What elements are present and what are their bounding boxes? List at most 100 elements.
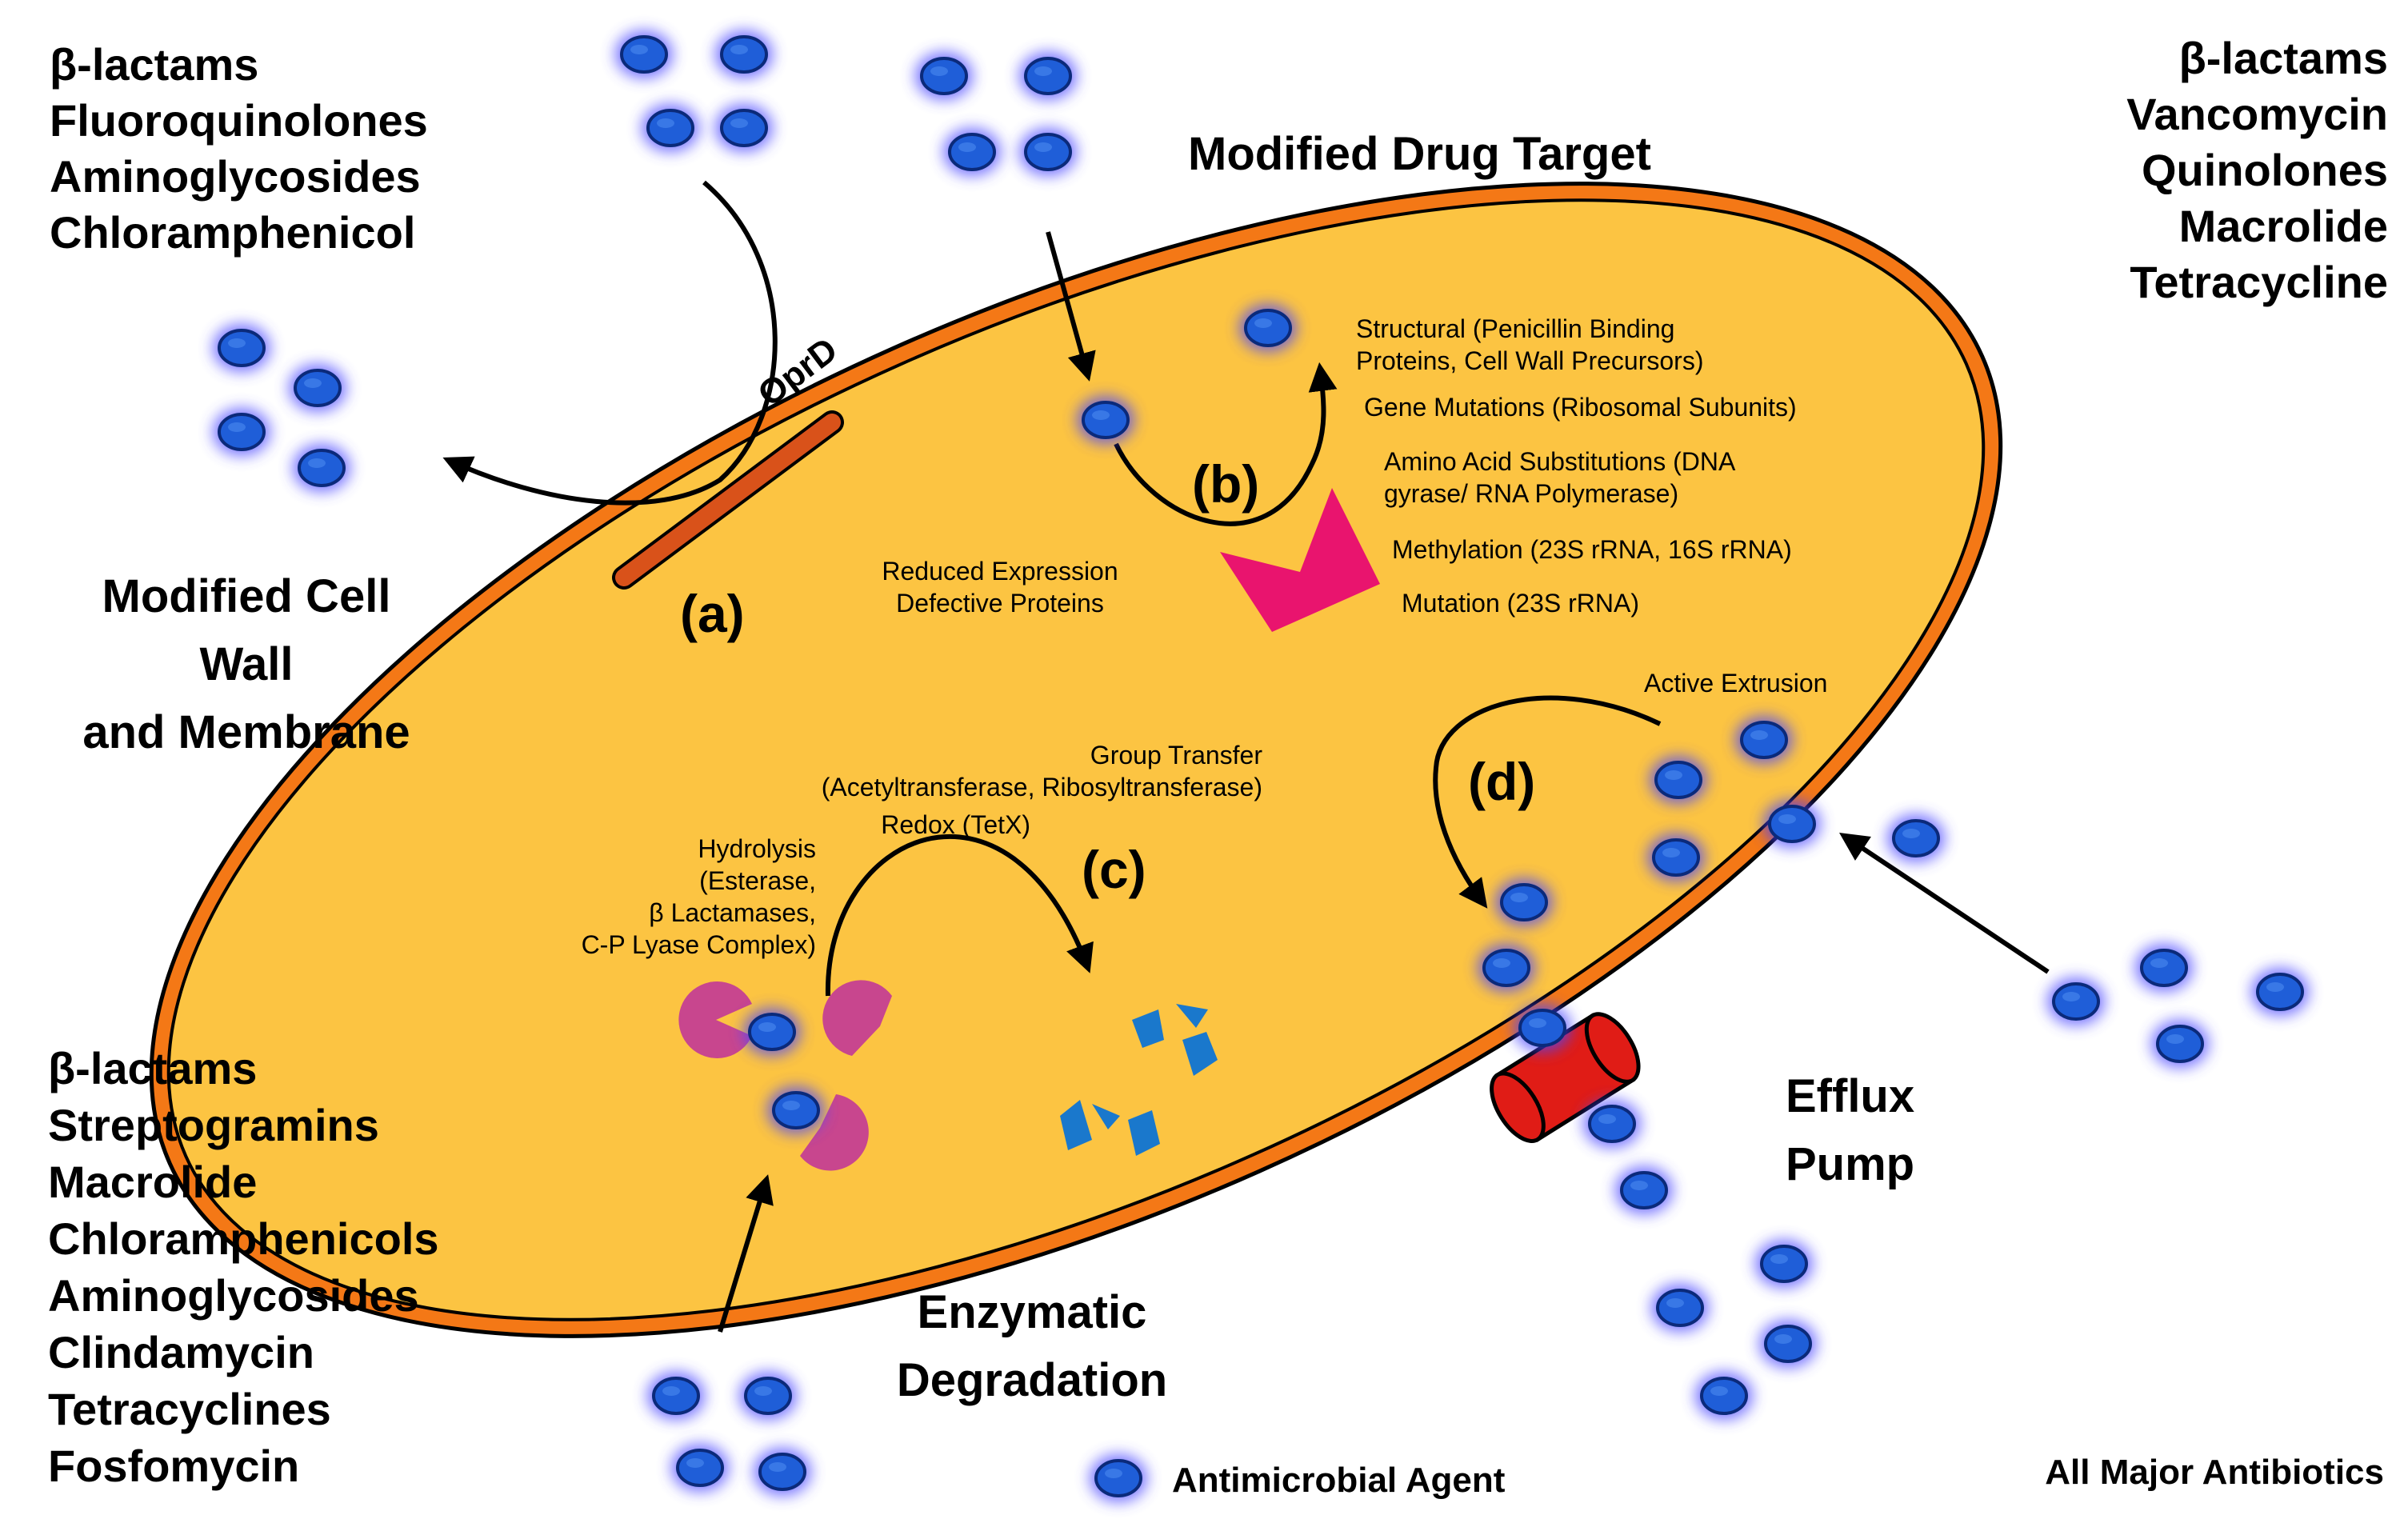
- drug-list-top-left: β-lactams Fluoroquinolones Aminoglycosid…: [50, 39, 428, 258]
- mechanism-b-methylation: Methylation (23S rRNA, 16S rRNA): [1392, 535, 1792, 564]
- legend-molecule-icon: [1090, 1454, 1147, 1502]
- legend: Antimicrobial Agent: [1090, 1454, 1506, 1502]
- oprd-porin: [612, 410, 844, 590]
- efflux-pump-heading-line1: Efflux: [1786, 1070, 1914, 1122]
- molecule: [1583, 1100, 1641, 1148]
- arrow-d-entry: [1839, 833, 2050, 974]
- mechanism-c-group-transfer-line1: Group Transfer: [1090, 741, 1263, 769]
- molecule: [2047, 977, 2105, 1025]
- mechanism-a-text-line1: Reduced Expression: [882, 557, 1118, 586]
- drug-name: Aminoglycosides: [48, 1270, 419, 1321]
- enzymatic-degradation-heading-line2: Degradation: [897, 1354, 1167, 1406]
- arrow-a-efflux-through-porin: [442, 180, 778, 506]
- mechanism-b-structural-line2: Proteins, Cell Wall Precursors): [1356, 346, 1703, 375]
- molecule: [739, 1372, 797, 1420]
- drug-name: Vancomycin: [2126, 89, 2388, 139]
- drug-name: Macrolide: [48, 1157, 257, 1207]
- modified-drug-target-heading: Modified Drug Target: [1188, 128, 1651, 180]
- molecule: [915, 52, 973, 100]
- mechanism-c-hydrolysis-line2: (Esterase,: [699, 866, 816, 895]
- molecule: [1763, 800, 1821, 848]
- molecule: [2251, 968, 2309, 1016]
- drug-name: β-lactams: [50, 39, 258, 90]
- molecule: [1651, 1284, 1709, 1332]
- cell-inner-wall: [166, 198, 1986, 1321]
- molecule: [671, 1444, 729, 1492]
- modified-cell-wall-heading-line1: Modified Cell: [102, 570, 391, 622]
- molecule: [615, 30, 673, 78]
- molecule: [1495, 878, 1553, 926]
- all-major-antibiotics-label: All Major Antibiotics: [2045, 1453, 2384, 1492]
- molecule: [289, 364, 346, 412]
- molecule: [943, 128, 1001, 176]
- drug-name: Fluoroquinolones: [50, 95, 428, 146]
- mechanism-a-letter: (a): [680, 584, 745, 643]
- molecule: [2135, 944, 2193, 992]
- drug-list-top-right: β-lactams Vancomycin Quinolones Macrolid…: [2126, 33, 2388, 307]
- molecule: [1735, 716, 1793, 764]
- drug-name: Tetracyclines: [48, 1384, 331, 1434]
- mechanism-b-amino-acid-line1: Amino Acid Substitutions (DNA: [1384, 447, 1736, 476]
- mechanism-d-active-extrusion: Active Extrusion: [1644, 669, 1827, 698]
- molecule: [715, 104, 773, 152]
- drug-name: Clindamycin: [48, 1327, 314, 1377]
- mechanism-c-letter: (c): [1082, 840, 1146, 899]
- drug-name: Macrolide: [2179, 201, 2388, 251]
- mechanism-b-gene-mutations: Gene Mutations (Ribosomal Subunits): [1364, 393, 1797, 422]
- mechanism-b-letter: (b): [1192, 454, 1259, 514]
- headings: Modified Drug Target Modified Cell Wall …: [82, 128, 1914, 1406]
- drug-name: Aminoglycosides: [50, 151, 421, 202]
- enzyme-1: [678, 981, 752, 1058]
- mechanism-b-mutation: Mutation (23S rRNA): [1402, 589, 1639, 618]
- drug-name: Fosfomycin: [48, 1441, 299, 1491]
- mechanism-c-hydrolysis-line1: Hydrolysis: [698, 834, 816, 863]
- mechanism-b-structural-line1: Structural (Penicillin Binding: [1356, 314, 1674, 343]
- molecule: [1077, 396, 1134, 444]
- efflux-pump-heading-line2: Pump: [1786, 1138, 1914, 1190]
- molecule: [754, 1448, 811, 1496]
- molecule: [715, 30, 773, 78]
- drug-name: Tetracycline: [2130, 257, 2388, 307]
- molecule: [1019, 52, 1077, 100]
- mechanism-b-amino-acid-line2: gyrase/ RNA Polymerase): [1384, 479, 1678, 508]
- drug-name: Quinolones: [2142, 145, 2388, 195]
- enzyme-3: [800, 1094, 869, 1171]
- molecule: [1887, 814, 1945, 862]
- molecule: [647, 1372, 705, 1420]
- molecule: [213, 408, 270, 456]
- legend-label: Antimicrobial Agent: [1172, 1461, 1506, 1500]
- mechanism-c-hydrolysis-line3: β Lactamases,: [649, 898, 816, 927]
- drug-list-bottom-left: β-lactams Streptogramins Macrolide Chlor…: [48, 1043, 439, 1491]
- molecule: [2151, 1020, 2209, 1068]
- molecule: [293, 444, 350, 492]
- arrow-d-active-extrusion: [1433, 695, 1662, 909]
- bacterial-cell: [149, 182, 2003, 1338]
- molecule: [1759, 1320, 1817, 1368]
- arrow-c-degradation: [825, 833, 1094, 997]
- molecule: [1755, 1240, 1813, 1288]
- arrow-c-entry: [718, 1174, 774, 1333]
- molecule: [213, 324, 270, 372]
- mechanism-c-hydrolysis-line4: C-P Lyase Complex): [582, 930, 816, 959]
- arrows: [442, 180, 2050, 1333]
- molecule: [1514, 1004, 1571, 1052]
- molecule: [1615, 1166, 1673, 1214]
- arrow-b-modification: [1114, 362, 1338, 526]
- modified-cell-wall-heading-line2: Wall: [199, 638, 293, 690]
- drug-name: Chloramphenicols: [48, 1213, 439, 1264]
- hydrolase-enzymes: [678, 980, 892, 1171]
- molecule: [743, 1008, 801, 1056]
- modified-target-shape: [1220, 488, 1380, 632]
- molecule: [1695, 1372, 1753, 1420]
- mechanism-a-text-line2: Defective Proteins: [896, 589, 1104, 618]
- degraded-fragments: [1060, 1004, 1218, 1156]
- molecule: [1239, 304, 1297, 352]
- mechanism-c-redox: Redox (TetX): [881, 810, 1030, 839]
- molecule: [1019, 128, 1077, 176]
- arrow-b-entry: [1046, 231, 1096, 382]
- drug-name: β-lactams: [2179, 33, 2388, 83]
- mechanism-d-letter: (d): [1468, 752, 1535, 811]
- drug-name: Chloramphenicol: [50, 207, 415, 258]
- drug-name: Streptogramins: [48, 1100, 379, 1150]
